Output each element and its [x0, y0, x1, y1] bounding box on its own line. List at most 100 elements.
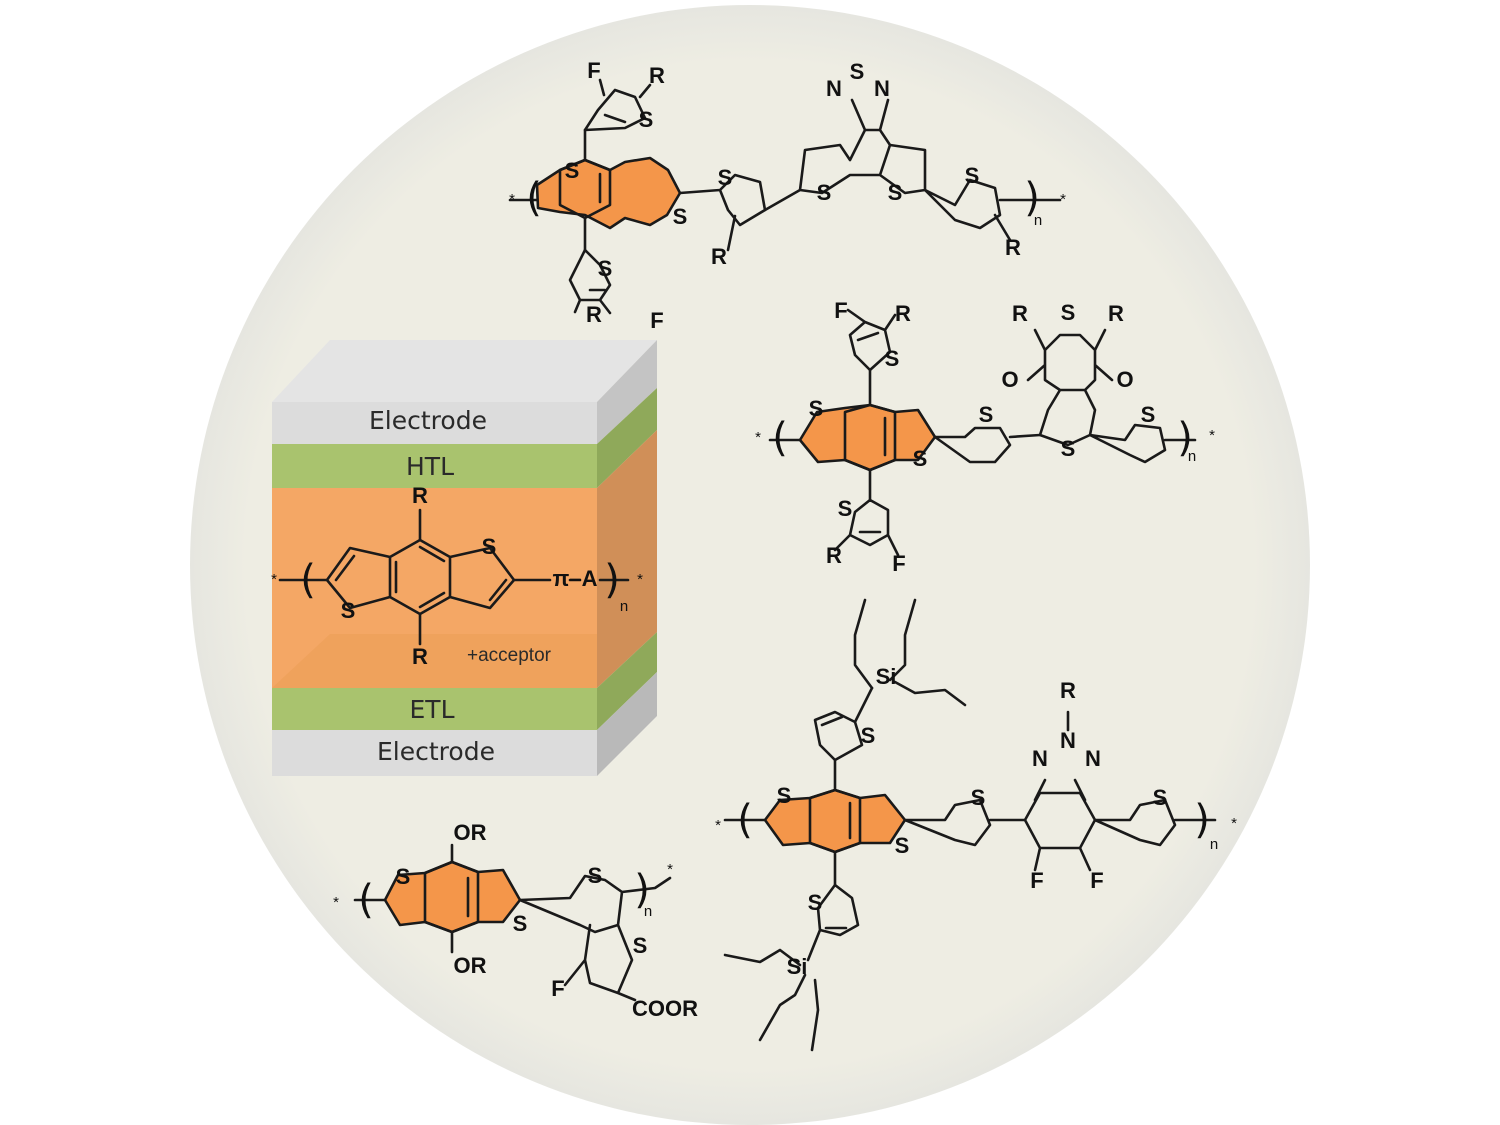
- p4-COOR: COOR: [632, 996, 698, 1021]
- p2-end-right: *: [1209, 427, 1215, 444]
- p3-Si-bottom: Si: [787, 954, 808, 979]
- p3-repeat-n: n: [1210, 836, 1218, 853]
- side-active: [597, 430, 657, 688]
- p3-acc-N-mid: N: [1060, 728, 1076, 753]
- p2-paren-right: ): [1177, 415, 1193, 461]
- p1-paren-right: ): [1024, 175, 1040, 221]
- active-lower-shade: [272, 634, 597, 688]
- side-electrode-top: [597, 340, 657, 444]
- polymer-1: F R S S S S R F S R N S N S S S R ( ) n …: [508, 58, 1066, 333]
- p4-end-left: *: [333, 894, 339, 911]
- p2-R-top: R: [895, 301, 911, 326]
- p2-acc-R2: R: [1108, 301, 1124, 326]
- p4-S-tt2: S: [633, 933, 648, 958]
- p1-R-pi1: R: [711, 244, 727, 269]
- p3-S-core2: S: [895, 833, 910, 858]
- p1-S-bottom: S: [598, 256, 613, 281]
- p4-F: F: [551, 976, 564, 1001]
- p2-acc-R1: R: [1012, 301, 1028, 326]
- polymer-3: Si S S S S Si S R N N N F F S ( ) n * *: [715, 598, 1237, 1052]
- p4-paren-left: (: [358, 877, 374, 923]
- layer-bottom-electrode: [272, 730, 597, 776]
- side-electrode-bottom: [597, 672, 657, 776]
- p4-S-core2: S: [513, 911, 528, 936]
- top-electrode-label: Electrode: [369, 406, 487, 435]
- p1-paren-left: (: [526, 175, 542, 221]
- device-stack: Electrode HTL ETL Electrode R R S S π–A …: [271, 340, 657, 776]
- generic-S-1: S: [482, 534, 497, 559]
- p1-F-bottom: F: [650, 308, 663, 333]
- p3-acc-R: R: [1060, 678, 1076, 703]
- polymer-2: F R S S S S R F S R S R O O S S ( ) n * …: [755, 298, 1215, 576]
- generic-R-top: R: [412, 483, 428, 508]
- p1-R-bottom: R: [586, 302, 602, 327]
- p3-paren-right: ): [1194, 797, 1210, 843]
- background-disc: [190, 5, 1310, 1125]
- generic-R-bottom: R: [412, 644, 428, 669]
- p2-acc-S-bottom: S: [1061, 436, 1076, 461]
- layer-etl: [272, 688, 597, 730]
- p2-acc-O1: O: [1001, 367, 1018, 392]
- p1-acc-N2: N: [874, 76, 890, 101]
- p4-OR-bottom: OR: [454, 953, 487, 978]
- p2-F-top: F: [834, 298, 847, 323]
- p3-acc-N1: N: [1032, 746, 1048, 771]
- p3-S-pi1: S: [971, 785, 986, 810]
- layer-top-electrode: [272, 402, 597, 444]
- acceptor-label: +acceptor: [467, 645, 552, 666]
- p1-end-right: *: [1060, 191, 1066, 208]
- generic-paren-right: ): [604, 557, 620, 603]
- p4-OR-top: OR: [454, 820, 487, 845]
- p3-acc-N2: N: [1085, 746, 1101, 771]
- polymer-4: OR OR S S S S F COOR ( ) n * *: [333, 820, 698, 1021]
- etl-label: ETL: [410, 695, 455, 724]
- generic-S-2: S: [341, 598, 356, 623]
- p1-acc-S: S: [850, 59, 865, 84]
- p2-acc-O2: O: [1116, 367, 1133, 392]
- p1-repeat-n: n: [1034, 212, 1042, 229]
- generic-pi-A: π–A: [553, 566, 598, 591]
- p1-acc-N1: N: [826, 76, 842, 101]
- generic-end-right: *: [637, 571, 643, 588]
- p3-acc-F1: F: [1030, 868, 1043, 893]
- p3-paren-left: (: [737, 797, 753, 843]
- p3-S-top: S: [861, 723, 876, 748]
- p3-acc-F2: F: [1090, 868, 1103, 893]
- p2-paren-left: (: [772, 415, 788, 461]
- p4-repeat-n: n: [644, 903, 652, 920]
- generic-end-left: *: [271, 571, 277, 588]
- p3-S-core1: S: [777, 783, 792, 808]
- side-etl: [597, 632, 657, 730]
- p2-F-bottom: F: [892, 551, 905, 576]
- p1-R-top: R: [649, 63, 665, 88]
- stack-top-face: [272, 340, 657, 402]
- p2-S-core2: S: [913, 446, 928, 471]
- bdt-generic-structure: R R S S π–A ( ) n * * +acceptor: [271, 483, 643, 669]
- p2-S-core1: S: [809, 396, 824, 421]
- bottom-electrode-label: Electrode: [377, 737, 495, 766]
- p1-F-top: F: [587, 58, 600, 83]
- generic-repeat-n: n: [620, 598, 628, 615]
- p2-repeat-n: n: [1188, 448, 1196, 465]
- p4-S-tt1: S: [588, 863, 603, 888]
- generic-paren-left: (: [300, 557, 316, 603]
- p3-S-pi2: S: [1153, 785, 1168, 810]
- p3-end-right: *: [1231, 815, 1237, 832]
- p3-S-bottom: S: [808, 890, 823, 915]
- p4-paren-right: ): [634, 867, 650, 913]
- p1-acc-S2: S: [888, 180, 903, 205]
- side-htl: [597, 388, 657, 488]
- p1-acc-S1: S: [817, 180, 832, 205]
- p2-end-left: *: [755, 429, 761, 446]
- p3-end-left: *: [715, 817, 721, 834]
- p1-end-left: *: [509, 191, 515, 208]
- p3-Si-top: Si: [876, 664, 897, 689]
- htl-label: HTL: [406, 452, 454, 481]
- p1-R-pi2: R: [1005, 235, 1021, 260]
- p1-S-core2: S: [673, 204, 688, 229]
- p2-S-top: S: [885, 346, 900, 371]
- layer-htl: [272, 444, 597, 488]
- p1-S-pi1: S: [718, 165, 733, 190]
- p2-acc-S-top: S: [1061, 300, 1076, 325]
